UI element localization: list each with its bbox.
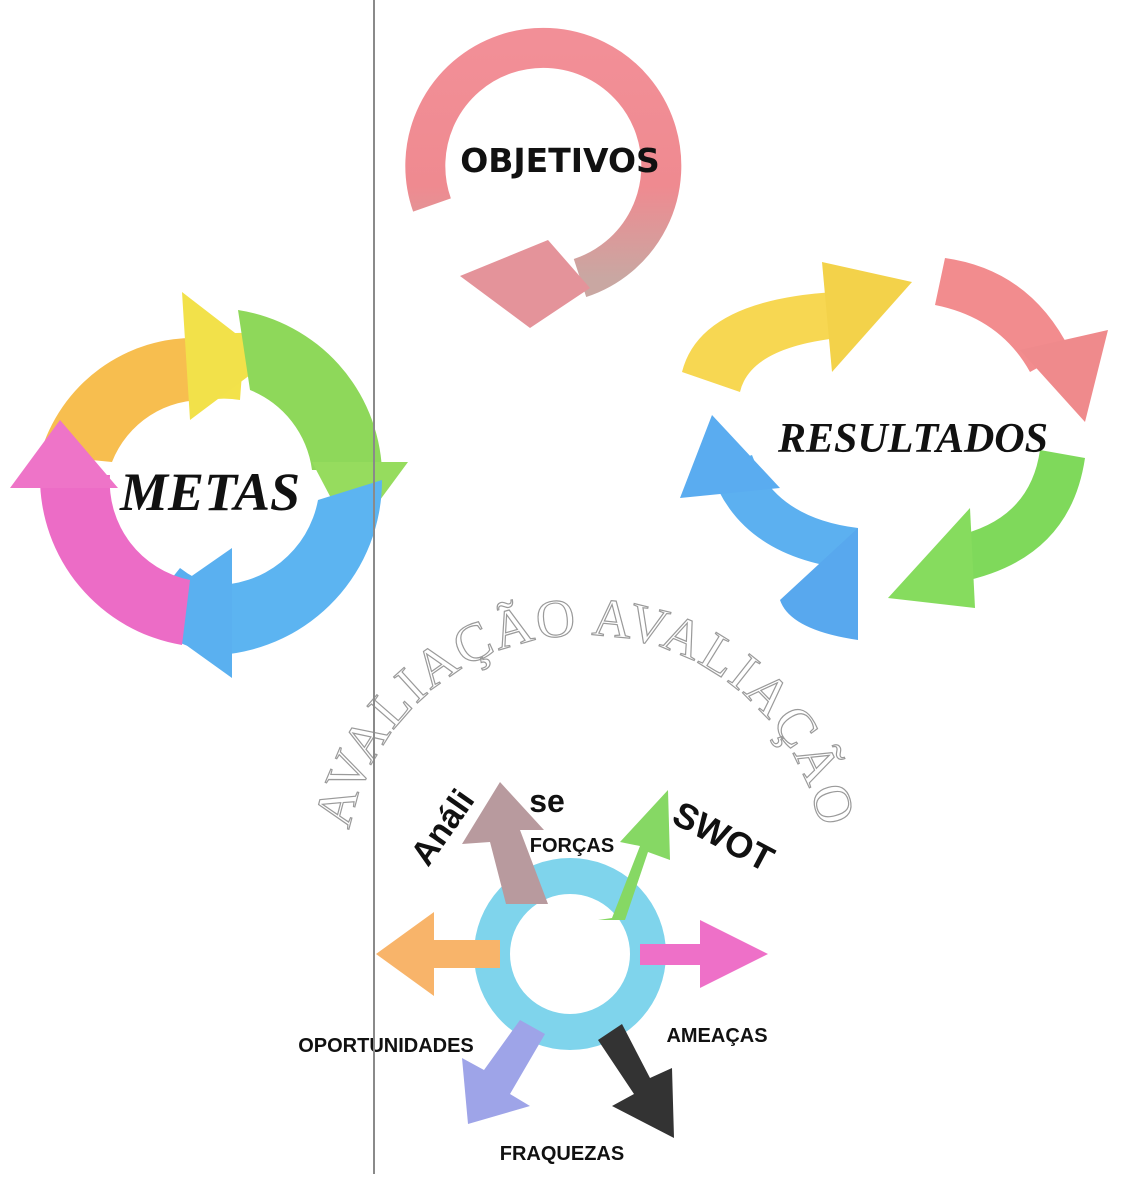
metas-magenta-arrowhead [10,420,118,488]
metas-cycle-diagram: METAS [10,292,408,678]
swot-arrow-right [640,920,768,988]
swot-label-oportunidades: OPORTUNIDADES [298,1035,474,1057]
swot-label-forcas: FORÇAS [530,835,614,857]
vertical-divider-line [373,0,375,1174]
metas-green-arrow [238,310,382,470]
metas-magenta-arrow [39,475,190,645]
swot-title-part-se: se [529,783,565,819]
resultados-blue-arrow-tail [780,528,858,640]
resultados-pink-arrow [935,258,1070,372]
swot-title-part-analise: Análi [403,783,482,873]
resultados-green-arrow [955,450,1085,582]
objetivos-label: OBJETIVOS [460,141,660,180]
swot-arc-text: AVALIAÇÃO AVALIAÇÃO [302,587,867,833]
resultados-cycle-diagram: RESULTADOS [680,258,1108,640]
swot-label-fraquezas: FRAQUEZAS [500,1143,624,1165]
resultados-blue-arrowhead [680,415,780,498]
swot-arrow-up-left [462,782,548,904]
objetivos-cycle-diagram: OBJETIVOS [405,27,682,328]
swot-label-ameacas: AMEAÇAS [666,1025,767,1047]
swot-arrow-down-left [462,1020,545,1124]
resultados-label: RESULTADOS [777,416,1048,462]
resultados-yellow-arrowhead [822,262,912,372]
metas-orange-arrow [40,337,208,462]
swot-title-part-swot: SWOT [666,793,781,880]
swot-arrow-up-right [598,790,670,920]
resultados-green-arrowhead [888,508,975,608]
swot-arrow-left [376,912,500,996]
swot-analysis-diagram: AVALIAÇÃO AVALIAÇÃO Análi se SWOT FORÇAS… [298,586,867,1165]
resultados-yellow-arrow [682,292,838,392]
objetivos-circular-arrow [405,27,682,297]
resultados-pink-arrowhead [1020,330,1108,422]
objetivos-arrowhead [460,240,590,328]
swot-arrow-down-right [598,1024,674,1138]
metas-blue-arrow [212,480,383,655]
metas-label: METAS [119,462,300,522]
metas-blue-arrowhead [140,548,232,678]
metas-yellow-arrowhead [182,292,270,420]
